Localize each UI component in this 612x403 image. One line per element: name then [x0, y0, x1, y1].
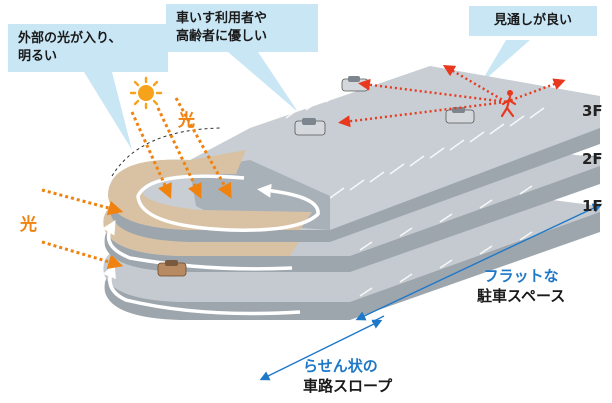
flat-dimension-arrow	[355, 203, 603, 321]
floor-label-1f: 1F	[582, 197, 603, 215]
floor-label-2f: 2F	[582, 150, 603, 168]
spiral-ramp-label-line2: 車路スロープ	[303, 377, 393, 395]
callout-light-line2: 明るい	[18, 49, 58, 64]
light-arc-outline	[111, 127, 221, 177]
car-icon	[445, 107, 475, 124]
dimension-arrows	[259, 203, 603, 381]
sun-icon	[129, 76, 163, 110]
spiral-ramp-label-line1: らせん状の	[303, 357, 378, 375]
floor-label-3f: 3F	[582, 102, 603, 120]
spiral-flow-arrows	[102, 174, 320, 316]
spiral-ramp-label: らせん状の 車路スロープ	[303, 356, 392, 396]
callout-access-line1: 車いす利用者や	[176, 11, 268, 26]
flat-parking-label-line2: 駐車スペース	[477, 287, 566, 305]
callout-light-line1: 外部の光が入り、	[18, 31, 122, 46]
spiral-dimension-arrow	[259, 319, 383, 381]
flat-parking-label-line1: フラットな	[483, 267, 559, 285]
light-label-top: 光	[178, 111, 195, 131]
walking-person-icon	[500, 90, 517, 118]
car-icon	[341, 76, 369, 92]
light-label-left: 光	[20, 215, 37, 235]
callout-visibility-text: 見通しが良い	[493, 13, 572, 28]
car-icon	[157, 260, 187, 277]
callout-visibility: 見通しが良い	[469, 6, 597, 36]
flat-parking-label: フラットな 駐車スペース	[477, 266, 565, 306]
callout-access-line2: 高齢者に優しい	[176, 29, 268, 44]
car-icon	[294, 118, 326, 136]
light-rays	[41, 97, 232, 270]
callout-accessibility: 車いす利用者や 高齢者に優しい	[166, 4, 318, 52]
callout-bright-light: 外部の光が入り、 明るい	[8, 24, 168, 72]
callout-tails	[84, 40, 530, 150]
sight-lines	[338, 64, 566, 128]
